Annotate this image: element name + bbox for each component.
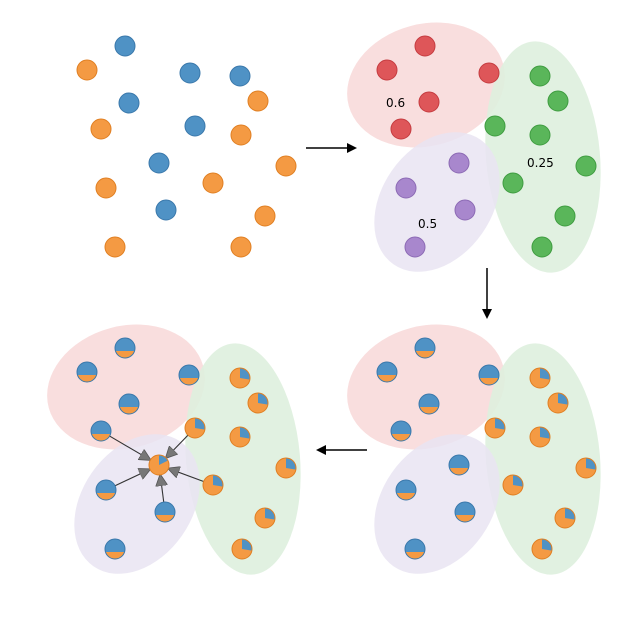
neighbor-arrow [114, 470, 149, 487]
label-green-cluster: 0.25 [527, 156, 554, 170]
pie-point [254, 507, 276, 529]
point-blue [118, 92, 140, 114]
point-purple [448, 152, 470, 174]
panel-raw-points [76, 35, 297, 258]
cluster-regions [347, 22, 601, 273]
region-red [347, 324, 505, 450]
region-red [347, 22, 505, 148]
pie-point [414, 337, 436, 359]
pie-point [114, 337, 136, 359]
pie-point [247, 392, 269, 414]
point-blue [155, 199, 177, 221]
neighbor-arrow [160, 476, 163, 503]
label-red-cluster: 0.6 [386, 96, 405, 110]
pie-point [448, 454, 470, 476]
pie-points [376, 337, 597, 560]
point-purple [454, 199, 476, 221]
pie-point [478, 364, 500, 386]
point-green [547, 90, 569, 112]
point-orange [104, 236, 126, 258]
cluster-points [376, 35, 597, 258]
point-orange [76, 59, 98, 81]
pie-point [554, 507, 576, 529]
pie-point [229, 426, 251, 448]
label-purple-cluster: 0.5 [418, 217, 437, 231]
pie-point [390, 420, 412, 442]
pie-point [575, 457, 597, 479]
point-green [529, 124, 551, 146]
pie-point [502, 474, 524, 496]
pie-point [231, 538, 253, 560]
pie-point [454, 501, 476, 523]
panel-neighbor-aggregation [47, 324, 301, 575]
neighbor-arrow [169, 469, 204, 483]
pie-point [547, 392, 569, 414]
pie-point [229, 367, 251, 389]
point-blue [179, 62, 201, 84]
point-blue [114, 35, 136, 57]
pie-point [395, 479, 417, 501]
pie-point [418, 393, 440, 415]
point-purple [395, 177, 417, 199]
pie-point [154, 501, 176, 523]
point-orange [230, 236, 252, 258]
pie-point [184, 417, 206, 439]
point-orange [254, 205, 276, 227]
pie-point [529, 426, 551, 448]
point-purple [404, 236, 426, 258]
point-blue [148, 152, 170, 174]
neighbor-arrow [109, 435, 150, 459]
point-red [414, 35, 436, 57]
point-orange [90, 118, 112, 140]
point-orange [230, 124, 252, 146]
pie-point [90, 420, 112, 442]
panel-soft-assignments [347, 324, 601, 575]
point-orange [202, 172, 224, 194]
pie-point [531, 538, 553, 560]
panel-clustered: 0.6 0.25 0.5 [347, 22, 601, 273]
point-orange [275, 155, 297, 177]
point-orange [247, 90, 269, 112]
cluster-regions [347, 324, 601, 575]
pie-point [104, 538, 126, 560]
pie-point [178, 364, 200, 386]
point-green [575, 155, 597, 177]
pie-point [376, 361, 398, 383]
point-red [418, 91, 440, 113]
point-green [484, 115, 506, 137]
point-green [502, 172, 524, 194]
pie-point [76, 361, 98, 383]
region-red [47, 324, 205, 450]
pie-point [404, 538, 426, 560]
pie-point [118, 393, 140, 415]
point-red [478, 62, 500, 84]
neighbor-arrow [167, 434, 189, 457]
point-blue [184, 115, 206, 137]
point-green [554, 205, 576, 227]
point-green [531, 236, 553, 258]
pie-point [529, 367, 551, 389]
pie-point [95, 479, 117, 501]
neighbor-arrows [109, 434, 204, 503]
pie-points [76, 337, 297, 560]
point-red [376, 59, 398, 81]
point-green [529, 65, 551, 87]
center-point [148, 454, 170, 476]
point-orange [95, 177, 117, 199]
pie-point [484, 417, 506, 439]
pie-point [202, 474, 224, 496]
point-blue [229, 65, 251, 87]
pie-point [275, 457, 297, 479]
point-red [390, 118, 412, 140]
